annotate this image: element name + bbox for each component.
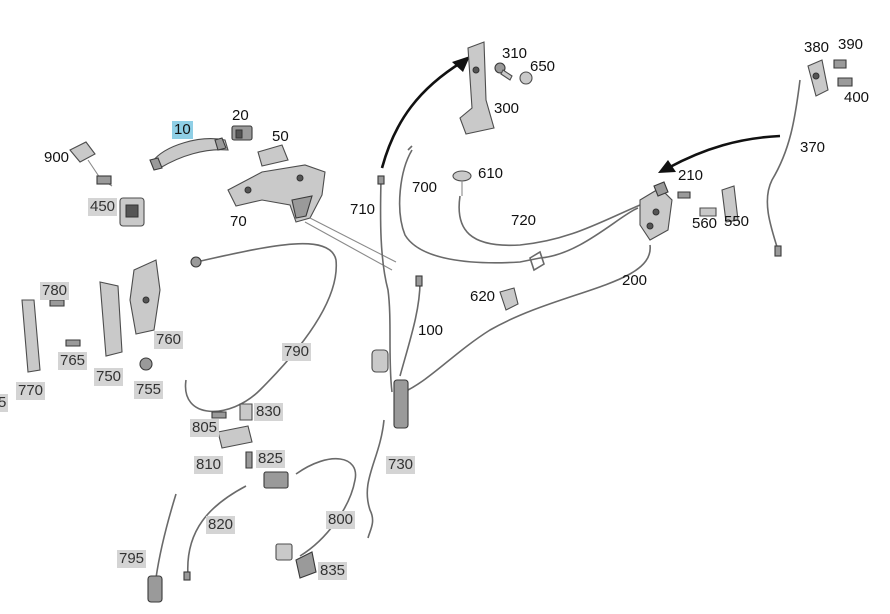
cap-650[interactable] [519, 71, 533, 85]
grommet[interactable] [371, 349, 389, 373]
label-750[interactable]: 750 [94, 368, 124, 386]
bolt-310[interactable] [494, 62, 513, 81]
label-620[interactable]: 620 [470, 288, 496, 305]
part-20[interactable] [231, 125, 253, 141]
label-770[interactable]: 770 [16, 382, 46, 400]
screw-390[interactable] [833, 59, 847, 69]
label-450[interactable]: 450 [88, 198, 118, 216]
label-650[interactable]: 650 [530, 58, 556, 75]
arrows [380, 56, 781, 173]
label-390[interactable]: 390 [838, 36, 864, 53]
label-10[interactable]: 10 [172, 121, 193, 139]
label-800[interactable]: 800 [326, 511, 356, 529]
label-210[interactable]: 210 [678, 167, 704, 184]
label-50[interactable]: 50 [272, 128, 289, 145]
label-795[interactable]: 795 [117, 550, 147, 568]
label-20[interactable]: 20 [232, 107, 249, 124]
label-765[interactable]: 765 [58, 352, 88, 370]
label-380[interactable]: 380 [804, 39, 830, 56]
actuator-center[interactable] [393, 379, 409, 429]
harness-800[interactable] [263, 458, 357, 557]
cable-795[interactable] [147, 493, 177, 603]
part-835[interactable] [275, 543, 317, 579]
label-310[interactable]: 310 [502, 45, 528, 62]
cable-200[interactable] [403, 244, 651, 393]
cable-370[interactable] [766, 79, 801, 257]
label-755[interactable]: 755 [134, 381, 164, 399]
door-handle-10[interactable] [149, 137, 229, 171]
label-810[interactable]: 810 [194, 456, 224, 474]
label-790[interactable]: 790 [282, 343, 312, 361]
cable-790[interactable] [184, 242, 337, 413]
screw-400[interactable] [837, 77, 853, 87]
cable-710[interactable] [377, 175, 393, 393]
label-70[interactable]: 70 [230, 213, 247, 230]
label-775[interactable]: 5 [0, 394, 9, 412]
label-805[interactable]: 805 [190, 419, 220, 437]
label-550[interactable]: 550 [724, 213, 750, 230]
label-830[interactable]: 830 [254, 403, 284, 421]
label-560[interactable]: 560 [692, 215, 718, 232]
label-825[interactable]: 825 [256, 450, 286, 468]
label-820[interactable]: 820 [206, 516, 236, 534]
label-100[interactable]: 100 [418, 322, 444, 339]
lock-760[interactable] [129, 259, 161, 335]
label-780[interactable]: 780 [40, 282, 70, 300]
sensor-450[interactable] [119, 197, 145, 227]
label-370[interactable]: 370 [800, 139, 826, 156]
screw-210[interactable] [677, 191, 691, 199]
plate-750[interactable] [99, 281, 123, 357]
striker-770[interactable] [21, 299, 41, 373]
bracket-300[interactable] [459, 41, 495, 135]
label-700[interactable]: 700 [412, 179, 438, 196]
screw-765[interactable] [65, 339, 81, 347]
label-300[interactable]: 300 [494, 100, 520, 117]
cable-730[interactable] [366, 419, 385, 539]
clip-830[interactable] [239, 403, 253, 421]
screw-780[interactable] [49, 299, 65, 307]
label-200[interactable]: 200 [622, 272, 648, 289]
label-710[interactable]: 710 [350, 201, 376, 218]
bracket-550[interactable] [721, 185, 739, 223]
cable-720[interactable] [458, 195, 641, 272]
cover-50[interactable] [257, 144, 289, 167]
cable-100[interactable] [399, 275, 423, 377]
screw-825[interactable] [245, 451, 253, 469]
part-620[interactable] [499, 287, 519, 311]
lock-380[interactable] [807, 59, 829, 97]
label-730[interactable]: 730 [386, 456, 416, 474]
cable-700[interactable] [398, 145, 639, 264]
screw-755[interactable] [139, 357, 153, 371]
door-lock-210[interactable] [639, 181, 673, 241]
label-610[interactable]: 610 [478, 165, 504, 182]
label-400[interactable]: 400 [844, 89, 870, 106]
label-900[interactable]: 900 [44, 149, 70, 166]
cable-820[interactable] [183, 485, 247, 581]
label-720[interactable]: 720 [511, 212, 537, 229]
connector-900[interactable] [69, 141, 113, 187]
screw-805[interactable] [211, 411, 227, 419]
bracket-810[interactable] [217, 425, 253, 449]
label-760[interactable]: 760 [154, 331, 184, 349]
label-835[interactable]: 835 [318, 562, 348, 580]
part-610[interactable] [452, 170, 472, 196]
handle-carrier-70[interactable] [227, 164, 326, 223]
screw-560[interactable] [699, 207, 717, 217]
